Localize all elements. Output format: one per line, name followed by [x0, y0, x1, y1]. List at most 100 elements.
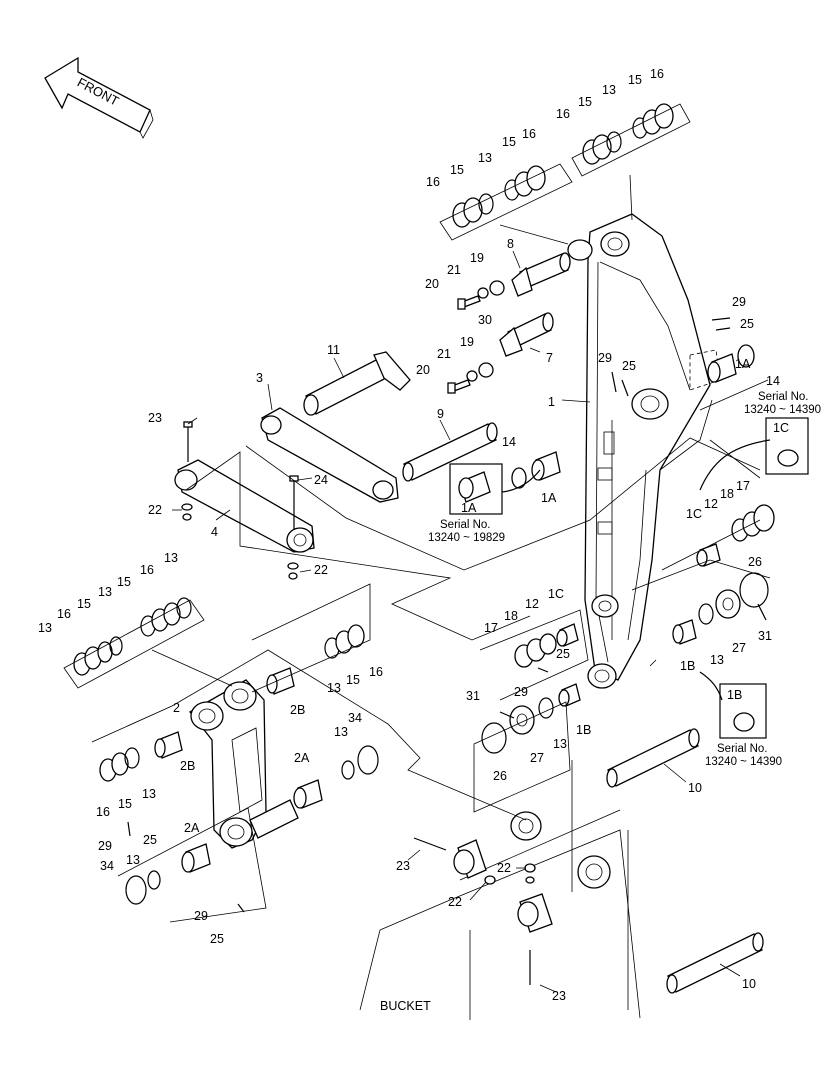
pin-9 [402, 422, 498, 482]
ring-group-mid [324, 624, 365, 659]
serial-1B-title: Serial No. [717, 743, 768, 755]
bushing-2B-right [266, 667, 295, 695]
callout-8: 8 [507, 237, 514, 251]
plate-27-left [481, 697, 554, 754]
bushing-1A-main [511, 451, 561, 489]
callout-31-left: 31 [466, 689, 480, 703]
callout-15-left-a: 15 [117, 575, 131, 589]
callout-1C-inset: 1C [773, 421, 789, 435]
callout-2B-left: 2B [180, 759, 195, 773]
callout-25-center: 25 [556, 647, 570, 661]
callout-23-link4: 23 [148, 411, 162, 425]
callout-13-link2: 13 [142, 787, 156, 801]
pin-10-upper [606, 728, 700, 788]
callout-16-top-left-a: 16 [522, 127, 536, 141]
callout-15-top-right-a: 15 [628, 73, 642, 87]
bushing-1C-right [696, 543, 721, 567]
callout-7: 7 [546, 351, 553, 365]
callout-12-right: 12 [704, 497, 718, 511]
callout-16-top-right-b: 16 [556, 107, 570, 121]
link-3 [260, 407, 399, 503]
callout-20-lower: 20 [416, 363, 430, 377]
callout-20-upper: 20 [425, 277, 439, 291]
callout-29-right: 29 [732, 295, 746, 309]
callout-15-mid: 15 [346, 673, 360, 687]
callout-1A-center: 1A [541, 491, 557, 505]
inset-1B [719, 683, 767, 739]
callout-26-left: 26 [493, 769, 507, 783]
callout-13-rings34: 13 [334, 725, 348, 739]
callout-15-top-right-b: 15 [578, 95, 592, 109]
front-arrow-icon: FRONT [44, 56, 154, 139]
callout-14-right: 14 [766, 374, 780, 388]
callout-15-link2: 15 [118, 797, 132, 811]
rings-34 [125, 745, 379, 905]
serial-14-title: Serial No. [758, 391, 809, 403]
callout-18-center: 18 [504, 609, 518, 623]
callout-22-link4-left: 22 [148, 503, 162, 517]
callout-1B-inset: 1B [727, 688, 742, 702]
leader-frames [91, 174, 771, 923]
callout-17-center: 17 [484, 621, 498, 635]
bushing-1B-left [558, 683, 581, 707]
arm-body [567, 213, 721, 689]
callout-22-link4-right: 22 [314, 563, 328, 577]
callout-1A-inset: 1A [461, 501, 477, 515]
callout-12-center: 12 [525, 597, 539, 611]
inset-1C [765, 417, 809, 475]
bolts-link4 [181, 421, 299, 580]
callout-2A-right: 2A [294, 751, 310, 765]
serial-1A-range: 13240 ~ 19829 [428, 532, 505, 544]
serial-14-range: 13240 ~ 14390 [744, 404, 821, 416]
bolt-set-upper [457, 280, 505, 310]
serial-1B-range: 13240 ~ 14390 [705, 756, 782, 768]
bucket [359, 809, 641, 1020]
callout-1C-right: 1C [686, 507, 702, 521]
callout-16-mid: 16 [369, 665, 383, 679]
callout-31-right: 31 [758, 629, 772, 643]
callout-16-top-right-a: 16 [650, 67, 664, 81]
callout-27-left: 27 [530, 751, 544, 765]
callout-13-left-b: 13 [98, 585, 112, 599]
callout-leaders [172, 250, 741, 993]
callout-16-left-b: 16 [57, 607, 71, 621]
callout-2: 2 [173, 701, 180, 715]
callout-18-right: 18 [720, 487, 734, 501]
callout-13-left-plate: 13 [553, 737, 567, 751]
callout-24: 24 [314, 473, 328, 487]
callout-29-arm: 29 [598, 351, 612, 365]
callout-17-right: 17 [736, 479, 750, 493]
bushing-2A-left [181, 843, 211, 873]
callout-2B-right: 2B [290, 703, 305, 717]
callout-25-lower: 25 [210, 932, 224, 946]
pin-11 [303, 351, 411, 416]
callout-4: 4 [211, 525, 218, 539]
callout-22-bucket-right: 22 [497, 861, 511, 875]
link-4 [174, 459, 315, 553]
callout-25-arm: 25 [622, 359, 636, 373]
bolt-set-lower [447, 362, 494, 394]
callout-21-upper: 21 [447, 263, 461, 277]
callout-23-bucket-lower: 23 [552, 989, 566, 1003]
pin-8 [511, 252, 571, 297]
callout-13-left-c: 13 [38, 621, 52, 635]
callout-11: 11 [327, 343, 340, 357]
callout-15-top-left-a: 15 [502, 135, 516, 149]
callout-19-upper: 19 [470, 251, 484, 265]
callout-19-lower: 19 [460, 335, 474, 349]
callout-1B-right: 1B [680, 659, 695, 673]
callout-15-left-b: 15 [77, 597, 91, 611]
ring-group-top-right [571, 103, 691, 177]
callout-16-top-left-b: 16 [426, 175, 440, 189]
bushing-1A-right [707, 344, 755, 383]
bushing-1B-right [672, 619, 697, 645]
bucket-label: BUCKET [380, 999, 431, 1013]
bushing-1C-left [556, 623, 579, 647]
serial-1A-title: Serial No. [440, 519, 491, 531]
callout-1B-left: 1B [576, 723, 591, 737]
callout-25-link2: 25 [143, 833, 157, 847]
plate-27-right [698, 572, 769, 625]
ring-group-left [63, 597, 205, 689]
callout-13-top-right: 13 [602, 83, 616, 97]
